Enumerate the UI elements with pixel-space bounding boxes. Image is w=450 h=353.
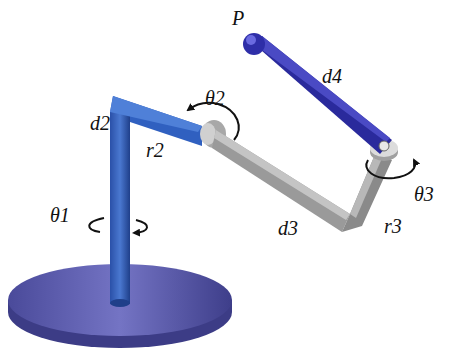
offset-label: r2 <box>146 140 164 160</box>
joint-angle-label: θ2 <box>205 88 225 108</box>
link-label: d2 <box>90 113 110 133</box>
joint-angle-label: θ3 <box>414 184 434 204</box>
link-label: d4 <box>322 66 342 86</box>
joint-angle-label: θ1 <box>50 205 70 225</box>
point-label: P <box>232 8 244 28</box>
link-label: d3 <box>278 218 298 238</box>
offset-label: r3 <box>384 216 402 236</box>
